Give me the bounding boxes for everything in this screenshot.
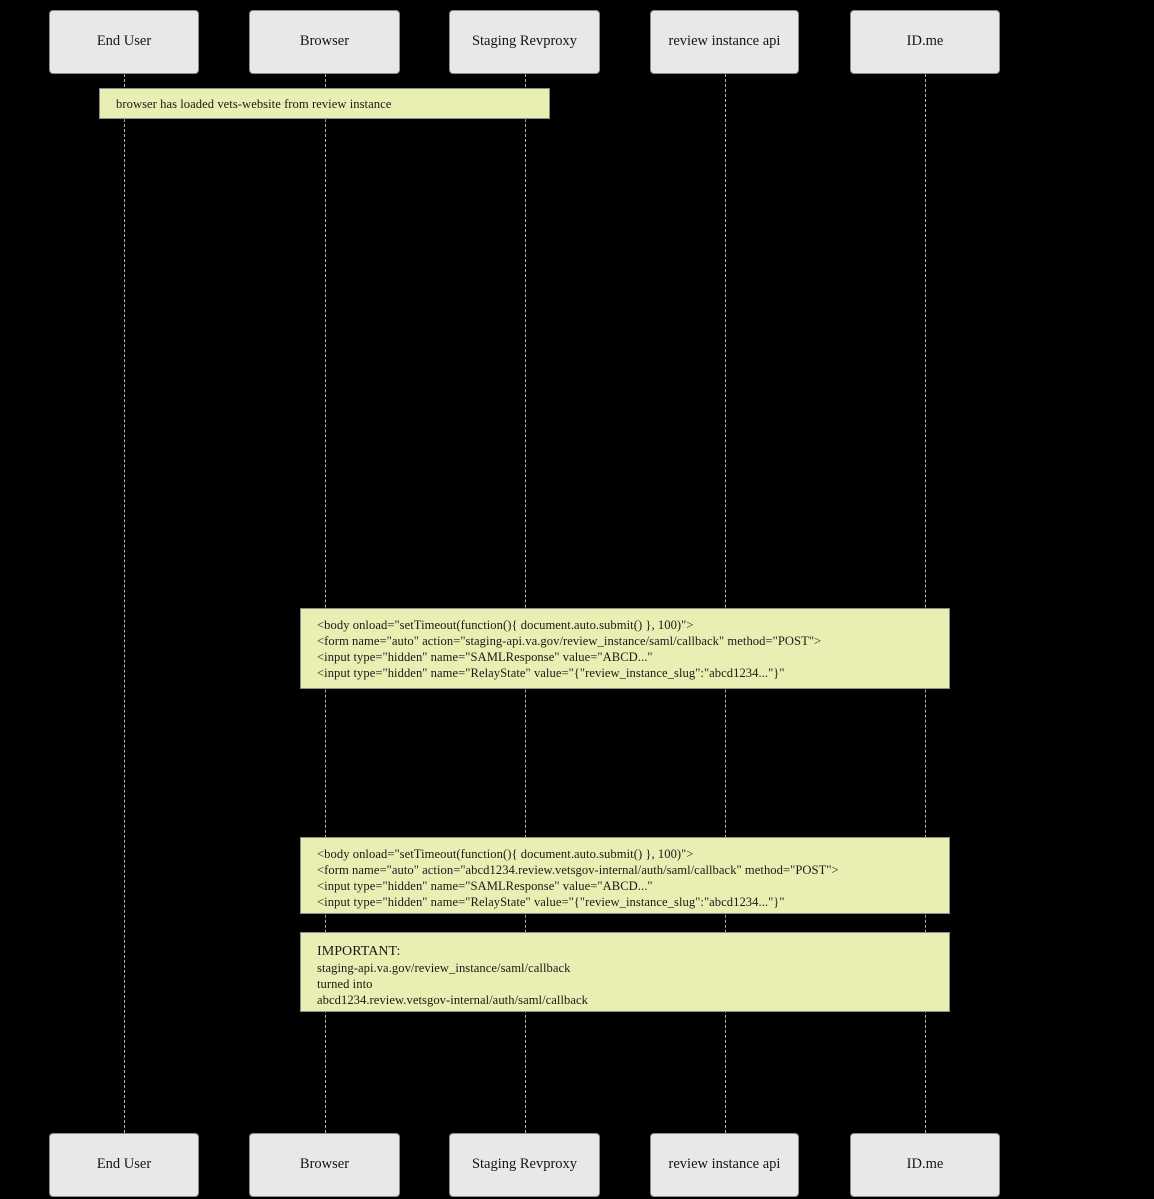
note-line: <input type="hidden" name="SAMLResponse"…: [317, 650, 653, 665]
participant-end-user-top[interactable]: End User: [49, 10, 199, 74]
participant-review-instance-api-bottom[interactable]: review instance api: [650, 1133, 799, 1197]
participant-label: End User: [96, 33, 152, 50]
participant-id-me-top[interactable]: ID.me: [850, 10, 1000, 74]
participant-staging-revproxy-top[interactable]: Staging Revproxy: [449, 10, 600, 74]
note-important-rewrite: IMPORTANT: staging-api.va.gov/review_ins…: [300, 932, 950, 1012]
note-line: <input type="hidden" name="RelayState" v…: [317, 666, 785, 681]
participant-staging-revproxy-bottom[interactable]: Staging Revproxy: [449, 1133, 600, 1197]
note-line: browser has loaded vets-website from rev…: [116, 97, 392, 111]
lifeline-staging-revproxy: [525, 74, 526, 1133]
note-line: <body onload="setTimeout(function(){ doc…: [317, 847, 694, 861]
note-saml-form-staging: <body onload="setTimeout(function(){ doc…: [300, 608, 950, 689]
participant-label: ID.me: [906, 1156, 944, 1173]
note-line-header: IMPORTANT:: [317, 944, 401, 959]
note-line: <input type="hidden" name="SAMLResponse"…: [317, 879, 653, 894]
lifeline-end-user: [124, 74, 125, 1133]
participant-browser-bottom[interactable]: Browser: [249, 1133, 400, 1197]
note-browser-loaded: browser has loaded vets-website from rev…: [99, 88, 550, 119]
note-line: <body onload="setTimeout(function(){ doc…: [317, 618, 694, 632]
participant-label: ID.me: [906, 33, 944, 50]
note-line: abcd1234.review.vetsgov-internal/auth/sa…: [317, 993, 589, 1008]
note-line: <form name="auto" action="staging-api.va…: [317, 634, 822, 649]
note-saml-form-rewritten: <body onload="setTimeout(function(){ doc…: [300, 837, 950, 914]
participant-label: Browser: [299, 33, 350, 50]
participant-browser-top[interactable]: Browser: [249, 10, 400, 74]
note-line: turned into: [317, 977, 373, 992]
participant-label: review instance api: [668, 1156, 781, 1173]
note-line: <input type="hidden" name="RelayState" v…: [317, 895, 785, 910]
participant-label: review instance api: [668, 33, 781, 50]
participant-review-instance-api-top[interactable]: review instance api: [650, 10, 799, 74]
note-line: <form name="auto" action="abcd1234.revie…: [317, 863, 839, 878]
note-line: staging-api.va.gov/review_instance/saml/…: [317, 961, 571, 975]
lifeline-id-me: [925, 74, 926, 1133]
lifeline-review-instance-api: [725, 74, 726, 1133]
participant-end-user-bottom[interactable]: End User: [49, 1133, 199, 1197]
participant-label: Staging Revproxy: [471, 33, 578, 50]
participant-id-me-bottom[interactable]: ID.me: [850, 1133, 1000, 1197]
participant-label: Staging Revproxy: [471, 1156, 578, 1173]
participant-label: End User: [96, 1156, 152, 1173]
lifeline-browser: [325, 74, 326, 1133]
participant-label: Browser: [299, 1156, 350, 1173]
